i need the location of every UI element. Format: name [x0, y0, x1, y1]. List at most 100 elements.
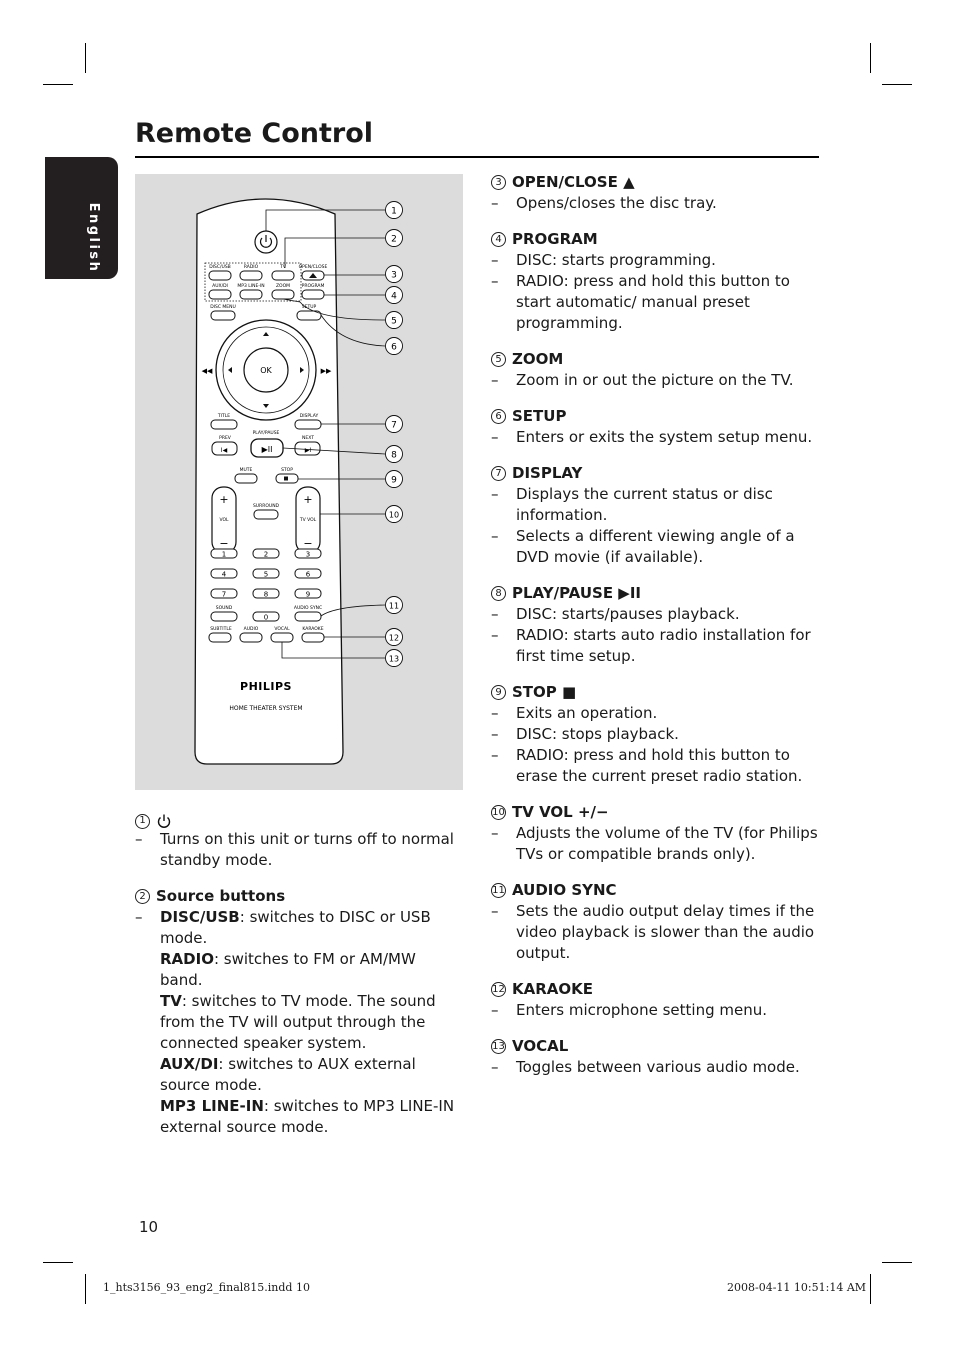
- label-subtitle: SUBTITLE: [210, 626, 232, 632]
- audio-sync-button[interactable]: [294, 611, 322, 622]
- label-aux-di: AUX/DI: [212, 283, 228, 289]
- digit-8-button[interactable]: [252, 588, 280, 599]
- key-disc-usb: DISC/USB: [160, 908, 240, 926]
- subtitle-button[interactable]: [208, 632, 232, 643]
- digit-5-button[interactable]: [252, 568, 280, 579]
- item-desc: Turns on this unit or turns off to norma…: [160, 830, 454, 869]
- play-pause-icon: ▶II: [262, 445, 273, 454]
- key-tv: TV: [160, 992, 182, 1010]
- item-desc: DISC: stops playback.: [516, 725, 679, 743]
- digit-6-label: 6: [306, 571, 311, 579]
- item-title: KARAOKE: [512, 980, 594, 998]
- digit-2-button[interactable]: [252, 548, 280, 559]
- footer-timestamp: 2008-04-11 10:51:14 AM: [727, 1281, 867, 1294]
- digit-7-button[interactable]: [210, 588, 238, 599]
- label-vol: VOL: [219, 517, 229, 523]
- callout-number: 2: [391, 235, 397, 245]
- title-button[interactable]: [210, 419, 238, 430]
- program-button[interactable]: [301, 289, 325, 300]
- digit-0-button[interactable]: [252, 611, 280, 622]
- bullet-dash: –: [491, 725, 499, 743]
- label-karaoke: KARAOKE: [302, 626, 323, 632]
- page-title: Remote Control: [135, 118, 374, 149]
- svg-text:+: +: [303, 493, 312, 506]
- tv-button[interactable]: [271, 270, 295, 281]
- audio-button[interactable]: [239, 632, 263, 643]
- digit-9-label: 9: [306, 591, 310, 599]
- zoom-button[interactable]: [271, 289, 295, 300]
- callout-circle: [385, 229, 403, 247]
- callout-number: 1: [391, 207, 397, 217]
- sound-button[interactable]: [210, 611, 238, 622]
- rewind-icon: ◀◀: [202, 367, 213, 375]
- label-play-pause: PLAY/PAUSE: [253, 430, 280, 436]
- item-number: 10: [491, 805, 506, 820]
- aux-di-button[interactable]: [208, 289, 232, 300]
- item-number: 13: [491, 1039, 506, 1054]
- label-title: TITLE: [217, 413, 230, 419]
- item-number: 5: [491, 352, 506, 367]
- language-tab: English: [45, 157, 118, 279]
- desc-aux-di: : switches to AUX external source mode.: [160, 1055, 416, 1094]
- item-title: VOCAL: [512, 1037, 569, 1055]
- ok-button[interactable]: [243, 347, 289, 393]
- display-button[interactable]: [294, 419, 322, 430]
- bullet-dash: –: [491, 902, 499, 920]
- crop-mark: [882, 84, 912, 85]
- callout-number: 5: [391, 317, 397, 327]
- label-next: NEXT: [302, 435, 314, 441]
- digit-7-label: 7: [222, 591, 226, 599]
- svg-text:+: +: [219, 493, 228, 506]
- digit-9-button[interactable]: [294, 588, 322, 599]
- item-desc: RADIO: starts auto radio installation fo…: [516, 626, 811, 665]
- item-title: ZOOM: [512, 350, 564, 368]
- item-number: 12: [491, 982, 506, 997]
- power-icon: [157, 814, 171, 828]
- digit-1-button[interactable]: [210, 548, 238, 559]
- disc-menu-button[interactable]: [210, 310, 236, 321]
- digit-6-button[interactable]: [294, 568, 322, 579]
- prev-button[interactable]: [211, 441, 238, 456]
- label-radio: RADIO: [244, 264, 259, 270]
- prev-icon: I◀: [221, 447, 228, 454]
- mp3-line-in-button[interactable]: [239, 289, 263, 300]
- page-number: 10: [139, 1218, 159, 1236]
- disc-usb-button[interactable]: [208, 270, 232, 281]
- bullet-dash: –: [491, 626, 499, 644]
- callout-number: 6: [391, 343, 397, 353]
- item-desc: Toggles between various audio mode.: [516, 1058, 800, 1076]
- digit-3-button[interactable]: [294, 548, 322, 559]
- item-title: DISPLAY: [512, 464, 583, 482]
- callout-circle: [385, 596, 403, 614]
- digit-4-button[interactable]: [210, 568, 238, 579]
- surround-button[interactable]: [253, 509, 279, 520]
- callout-circle: [385, 311, 403, 329]
- item-title: PROGRAM: [512, 230, 598, 248]
- brand-logo: PHILIPS: [240, 680, 292, 693]
- desc-radio: : switches to FM or AM/MW band.: [160, 950, 416, 989]
- crop-mark: [43, 84, 73, 85]
- callout-circle: [385, 286, 403, 304]
- bullet-dash: –: [491, 704, 499, 722]
- bullet-dash: –: [491, 371, 499, 389]
- item-desc: RADIO: press and hold this button to sta…: [516, 272, 790, 332]
- radio-button[interactable]: [239, 270, 263, 281]
- footer-filename: 1_hts3156_93_eng2_final815.indd 10: [103, 1281, 310, 1294]
- label-zoom: ZOOM: [276, 283, 290, 289]
- callout-circle: [385, 470, 403, 488]
- bullet-dash: –: [491, 428, 499, 446]
- mute-button[interactable]: [234, 473, 258, 484]
- karaoke-button[interactable]: [301, 632, 325, 643]
- vocal-button[interactable]: [270, 632, 294, 643]
- crop-mark: [85, 1274, 86, 1304]
- crop-mark: [870, 1274, 871, 1304]
- svg-text:−: −: [303, 537, 312, 550]
